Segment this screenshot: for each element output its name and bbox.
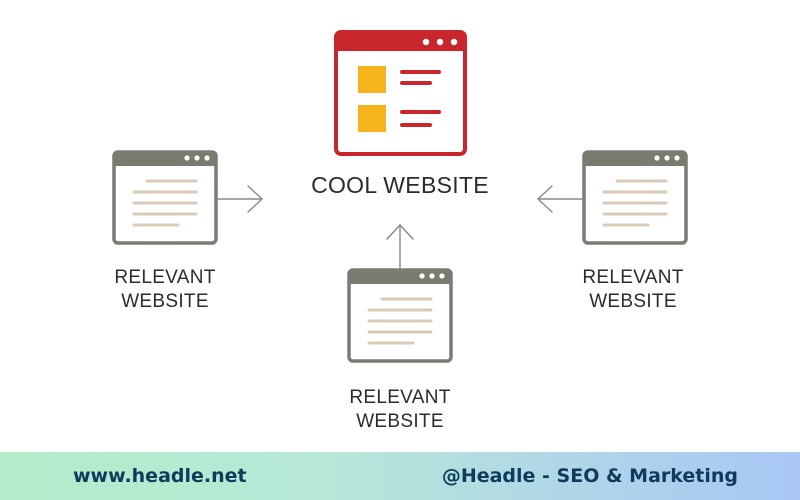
arrow-bottom-to-main: [386, 224, 414, 269]
relevant-website-bottom-icon: [347, 268, 453, 363]
main-website-label: COOL WEBSITE: [311, 172, 489, 198]
arrow-right-to-main: [537, 185, 583, 213]
relevant-website-bottom-label: RELEVANT WEBSITE: [349, 387, 451, 432]
arrow-left-to-main: [217, 185, 263, 213]
relevant-website-left-icon: [112, 150, 218, 245]
main-website-icon: [334, 30, 467, 156]
relevant-website-right-label: RELEVANT WEBSITE: [582, 267, 684, 312]
footer-url-link[interactable]: www.headle.net: [73, 465, 247, 487]
footer-bar: www.headle.net @Headle - SEO & Marketing: [0, 452, 800, 500]
relevant-website-right-icon: [582, 150, 688, 245]
link-diagram: [112, 30, 688, 363]
footer-brand: @Headle - SEO & Marketing: [441, 465, 738, 487]
relevant-website-left-label: RELEVANT WEBSITE: [114, 267, 216, 312]
